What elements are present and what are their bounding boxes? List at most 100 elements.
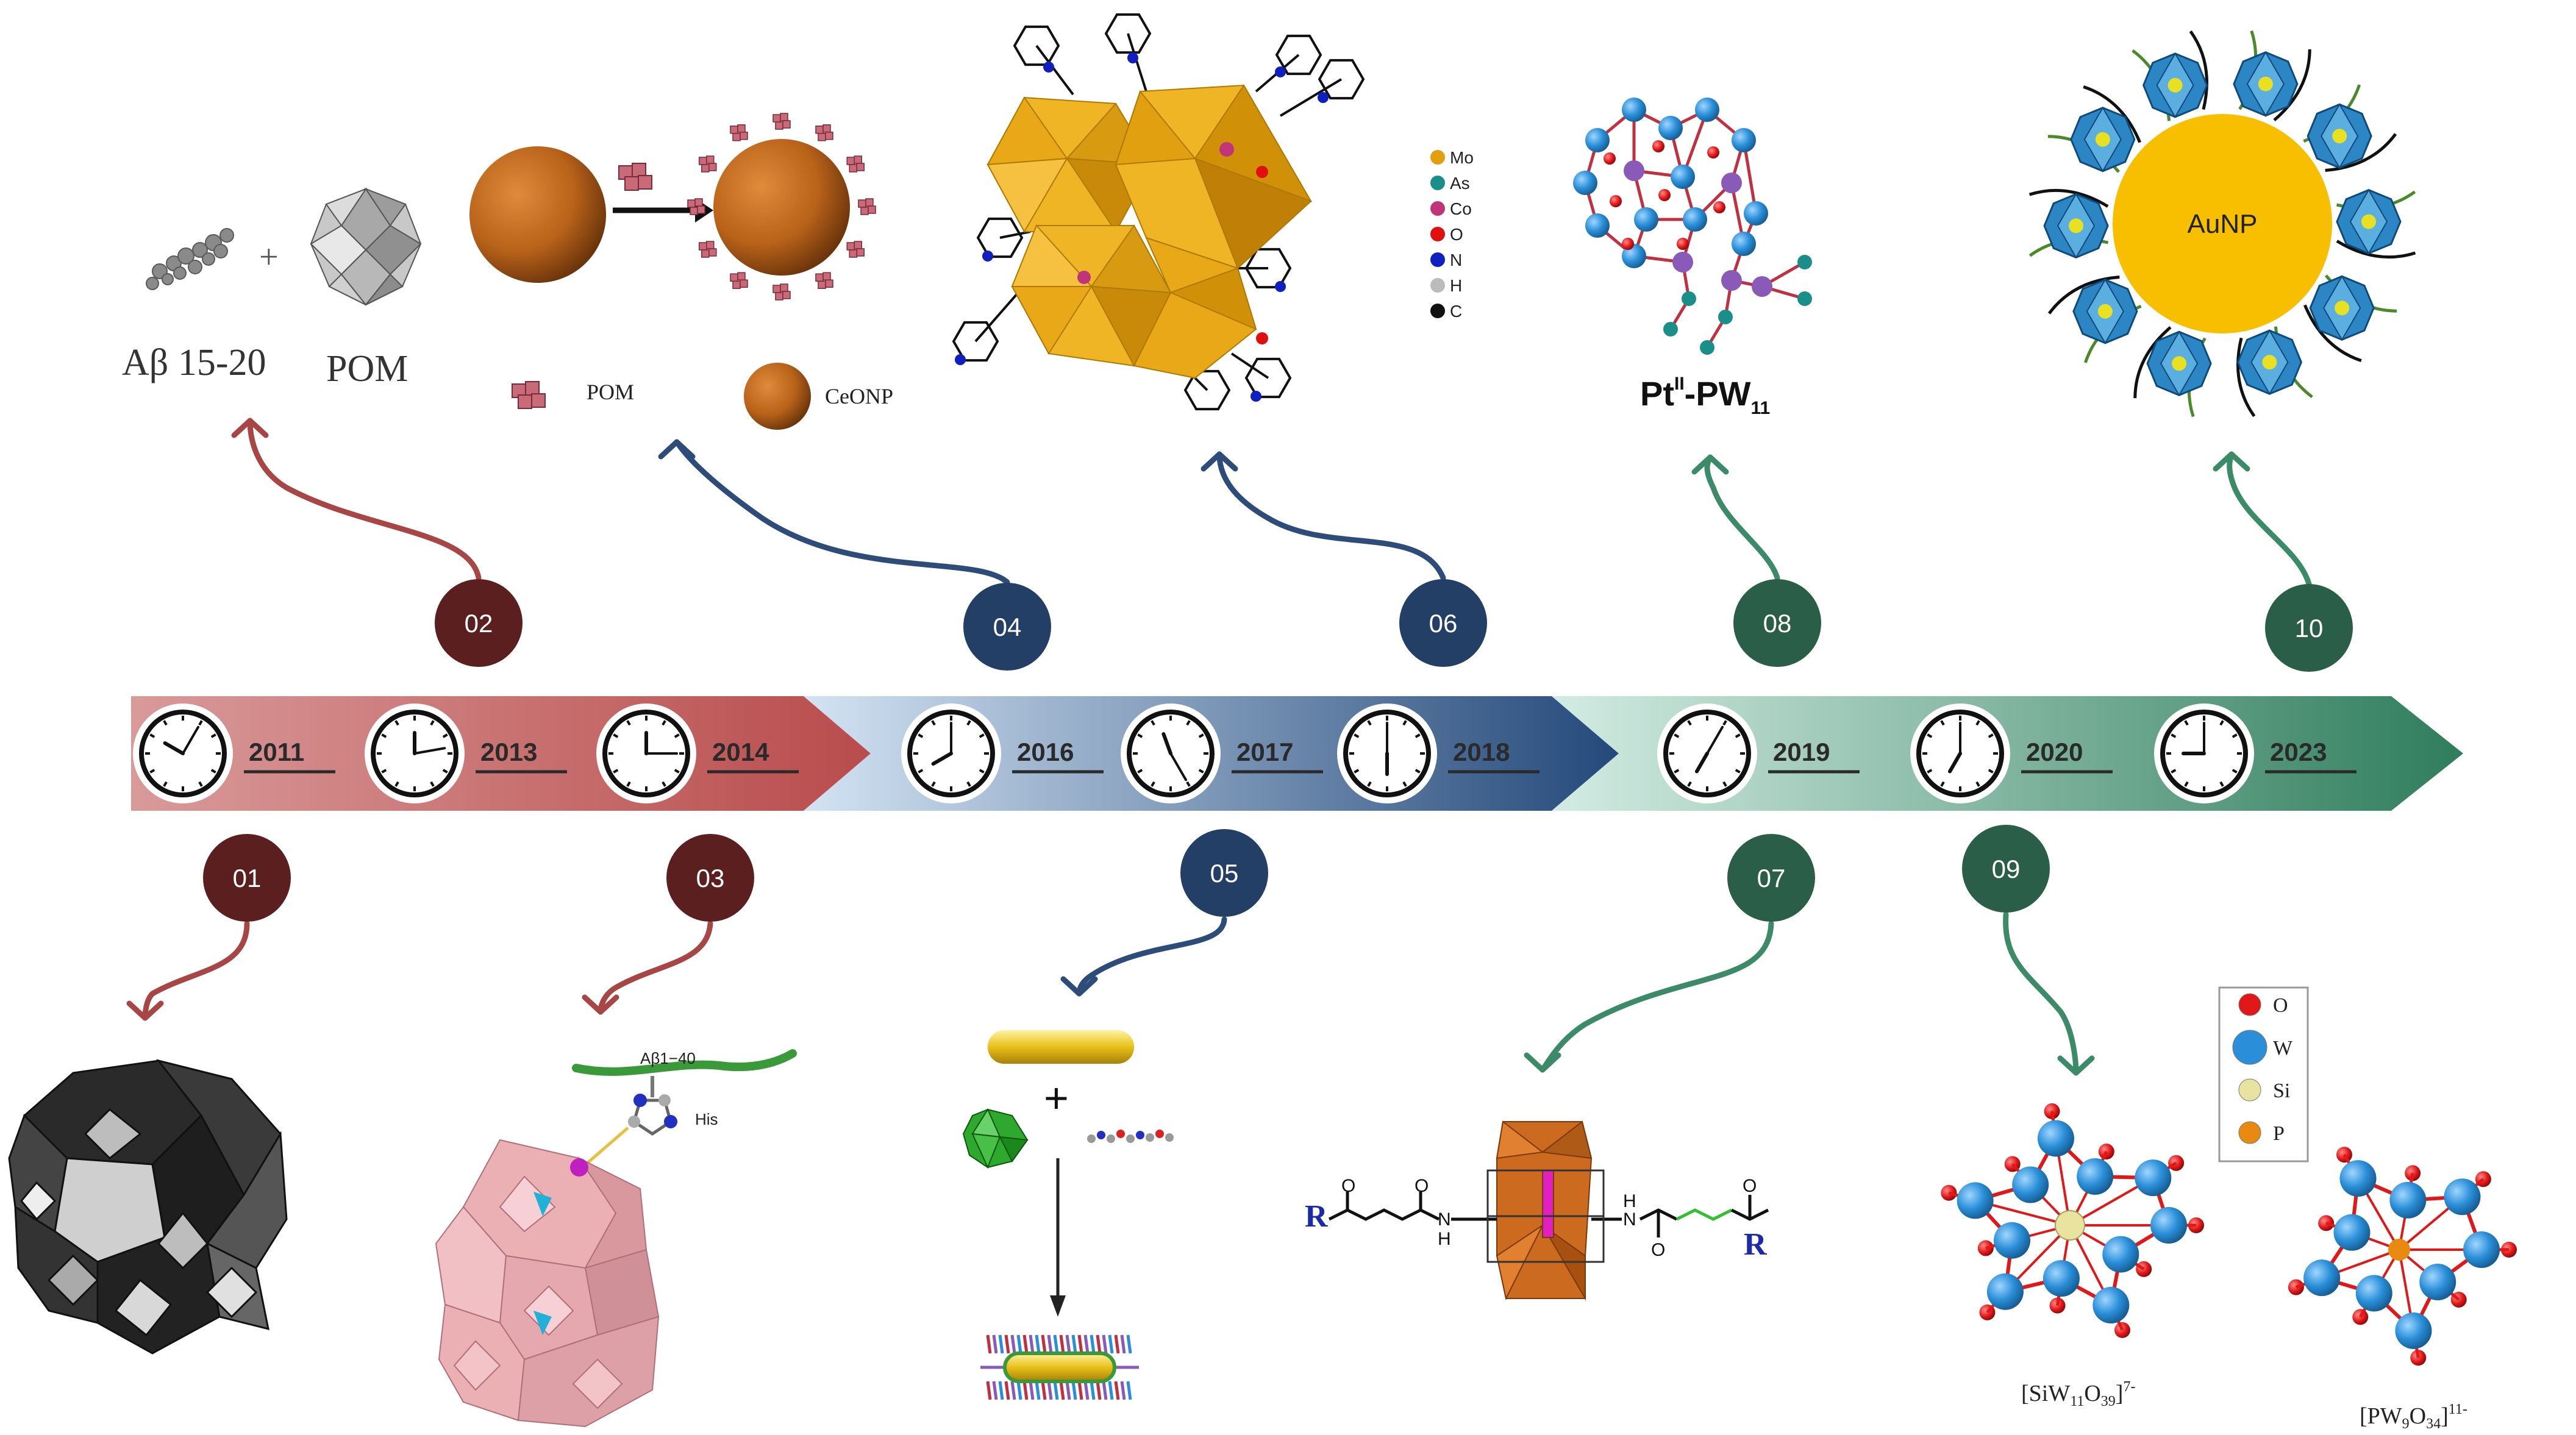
surface-ligand (1004, 1334, 1010, 1354)
ligand-bond (1279, 78, 1343, 117)
clock-tick (674, 733, 680, 738)
n-atom (982, 251, 993, 262)
clock-tick (918, 769, 924, 774)
surface-ligand (986, 1334, 992, 1354)
clock-tick (1735, 769, 1741, 774)
coated-nanorod-shell (980, 1334, 1139, 1400)
o-atom-2 (1256, 332, 1268, 344)
clock-tick (1687, 720, 1692, 726)
o-atom (1622, 238, 1634, 250)
w-atom (1994, 1222, 2031, 1259)
n-atom (1251, 391, 1261, 402)
step-badge-02: 02 (435, 579, 523, 667)
clock-hour-hand (931, 752, 953, 766)
coated-nanorod (1003, 1351, 1116, 1383)
legend-item-h: H (1430, 276, 1462, 295)
panel-03-pom-abeta: Aβ1−40 His (435, 1049, 797, 1428)
surface-ligand (1108, 1334, 1114, 1354)
clock-hour-hand (1161, 732, 1172, 755)
ligand-strand (2336, 240, 2416, 259)
clock-tick (2232, 769, 2238, 774)
pom-cluster (2142, 52, 2208, 118)
surface-ligand (1102, 1334, 1108, 1354)
formula-siw11-main: [SiW (2021, 1381, 2070, 1406)
surface-ligand (1010, 1381, 1016, 1400)
ligand-atom (1718, 310, 1733, 324)
badge-number: 05 (1210, 859, 1239, 888)
clock-tick (1940, 720, 1945, 726)
pom-particle (815, 272, 833, 289)
legend-item-o: O (1430, 225, 1463, 244)
ligand-strand (2273, 49, 2311, 122)
ligand-strand (2047, 275, 2120, 315)
legend-label: As (1450, 174, 1470, 193)
surface-ligand (1120, 1334, 1126, 1354)
surface-ligand (1065, 1381, 1071, 1400)
clock-tick (210, 769, 216, 774)
surface-ligand (1077, 1381, 1083, 1400)
clock-tick (442, 733, 448, 738)
surface-ligand (1029, 1334, 1035, 1354)
abeta-label: Aβ 15-20 (122, 342, 266, 383)
clock-tick (1988, 733, 1994, 738)
pom-cluster (2336, 188, 2402, 255)
ligand-atom (1663, 322, 1678, 336)
surface-ligand (1016, 1381, 1022, 1400)
pt-atom (1672, 252, 1693, 272)
w-atom (1744, 201, 1768, 226)
pom-cluster-image (310, 187, 422, 306)
year-label: 2017 (1236, 738, 1293, 766)
his-label: His (695, 1110, 718, 1128)
clock-tick (2184, 720, 2189, 726)
o-atom-label-4: O (1743, 1176, 1757, 1196)
o-atom (1707, 146, 1719, 158)
ligand-atom (1682, 291, 1696, 306)
w-atom (2463, 1231, 2500, 1268)
year-marker-2018: 2018 (1337, 703, 1540, 803)
legend-ceonp-swatch (744, 363, 811, 430)
pom-cluster (2307, 103, 2372, 169)
w-atom (1622, 98, 1646, 122)
legend-label: Si (2273, 1080, 2290, 1102)
clock-tick (1722, 781, 1727, 787)
legend-pom-label: POM (587, 380, 634, 404)
pt-atom (1752, 276, 1772, 297)
clock-tick (2219, 781, 2224, 787)
legend-swatch (1430, 278, 1445, 293)
legend-label: W (2273, 1037, 2293, 1059)
connector-arrow-09 (2003, 911, 2079, 1076)
year-label: 2018 (1453, 738, 1510, 766)
pom-cluster (2043, 193, 2109, 259)
badge-number: 09 (1992, 855, 2021, 883)
panel-02-abeta-pom: + Aβ 15-20 POM (122, 187, 422, 390)
pom-particle (687, 198, 705, 215)
badge-circle (435, 579, 523, 667)
w-atom (1573, 171, 1597, 195)
co-atom-2 (1077, 271, 1091, 284)
o-atom (1658, 189, 1671, 201)
ligand-ring (1275, 34, 1322, 76)
clock-hour-hand (1695, 752, 1709, 774)
ligand-ring (1318, 59, 1365, 100)
connector-arrow-04 (674, 439, 1010, 585)
r-group-left: R (1305, 1199, 1329, 1234)
ligand-bond (1035, 45, 1074, 96)
surface-ligand (1126, 1334, 1132, 1354)
formula-siw11-sub2: 39 (2101, 1394, 2116, 1409)
legend-label: P (2273, 1122, 2285, 1145)
h-label-left: H (1438, 1229, 1451, 1249)
w-atom (2037, 1120, 2074, 1157)
aunp-core (2113, 114, 2332, 333)
arrowhead-04 (658, 439, 696, 460)
step-badge-05: 05 (1180, 829, 1268, 917)
plus-sign: + (259, 238, 279, 276)
surface-ligand (1102, 1381, 1108, 1400)
legend-label: C (1450, 302, 1462, 321)
w-atom (2093, 1286, 2130, 1323)
connector-arrows (126, 418, 2312, 1076)
legend-label: Mo (1450, 148, 1474, 167)
legend-swatch (1430, 176, 1445, 190)
arrowhead-02 (231, 418, 269, 438)
clock-tick (662, 781, 666, 787)
